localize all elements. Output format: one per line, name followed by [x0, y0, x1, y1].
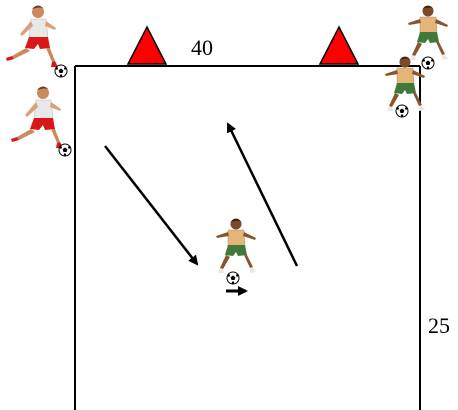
ball-icon [54, 64, 68, 78]
height-label: 25 [428, 313, 450, 338]
cone-icon [126, 25, 168, 65]
green-kit-player [407, 5, 449, 61]
green-kit-player [215, 218, 257, 274]
field-outline [74, 65, 421, 410]
ball-icon [421, 56, 435, 70]
ball-icon [58, 143, 72, 157]
width-label: 40 [191, 35, 213, 60]
arrow-icon [104, 145, 199, 266]
ball-icon [226, 271, 240, 285]
white-kit-player [5, 5, 59, 68]
arrow-icon [226, 122, 299, 267]
ball-icon [395, 104, 409, 118]
white-kit-player [10, 86, 64, 149]
cone-icon [318, 25, 360, 65]
